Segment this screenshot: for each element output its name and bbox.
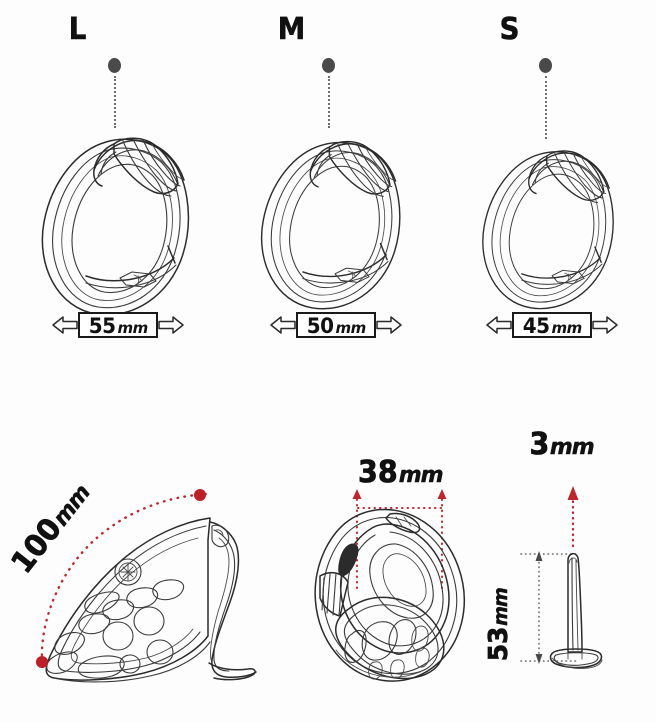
arrow-left-icon-l <box>52 316 78 334</box>
dimension-unit-53: mm <box>490 588 513 626</box>
arrow-right-icon-l <box>158 316 184 334</box>
dimension-value-38: 38 <box>358 455 398 490</box>
arrow-right-icon-m <box>376 316 402 334</box>
measure-chip-m: 50 mm <box>256 312 416 338</box>
ring-drawing-m <box>260 140 401 310</box>
arc-endpoint-top <box>194 489 206 501</box>
callout-dot-s <box>539 58 552 73</box>
callout-dot-m <box>322 58 335 73</box>
measure-chip-s: 45 mm <box>472 312 632 338</box>
callout-leader-m <box>328 76 330 128</box>
callout-leader-s <box>545 76 547 139</box>
dimension-unit-3: mm <box>549 435 595 460</box>
ring-drawing-l <box>41 137 190 316</box>
dimension-value-53: 53 <box>484 626 515 662</box>
ring-drawing-s <box>482 150 614 310</box>
measure-chip-l: 55 mm <box>38 312 198 338</box>
measure-value-m: 50 <box>306 314 334 338</box>
measure-unit-l: mm <box>117 319 148 337</box>
dimension-unit-38: mm <box>398 463 444 488</box>
dimension-value-3: 3 <box>529 427 550 462</box>
measure-value-s: 45 <box>522 314 550 338</box>
measure-unit-s: mm <box>551 319 582 337</box>
cage-front-drawing <box>314 508 465 682</box>
arrow-left-icon-s <box>486 316 512 334</box>
arrow-right-icon-s <box>592 316 618 334</box>
cage-side-drawing <box>45 517 257 683</box>
size-letter-m: M <box>277 12 307 48</box>
size-letter-l: L <box>68 12 88 48</box>
arrow-left-icon-m <box>270 316 296 334</box>
sound-drawing <box>549 552 603 669</box>
dimension-lines-38mm <box>352 489 447 589</box>
arc-endpoint-bottom <box>36 656 48 668</box>
dimension-label-3mm: 3mm <box>529 427 595 462</box>
dimension-arrow-3mm <box>567 486 579 550</box>
callout-dot-l <box>108 58 121 73</box>
measure-box-l: 55 mm <box>78 312 158 338</box>
dimension-label-53mm: 53mm <box>484 588 515 662</box>
measure-box-s: 45 mm <box>512 312 592 338</box>
measure-unit-m: mm <box>335 319 366 337</box>
dimension-lines-53mm <box>520 551 579 664</box>
measure-value-l: 55 <box>88 314 116 338</box>
size-letter-s: S <box>499 12 521 48</box>
measure-box-m: 50 mm <box>296 312 376 338</box>
callout-leader-l <box>114 76 116 128</box>
dimension-label-38mm: 38mm <box>357 455 444 490</box>
